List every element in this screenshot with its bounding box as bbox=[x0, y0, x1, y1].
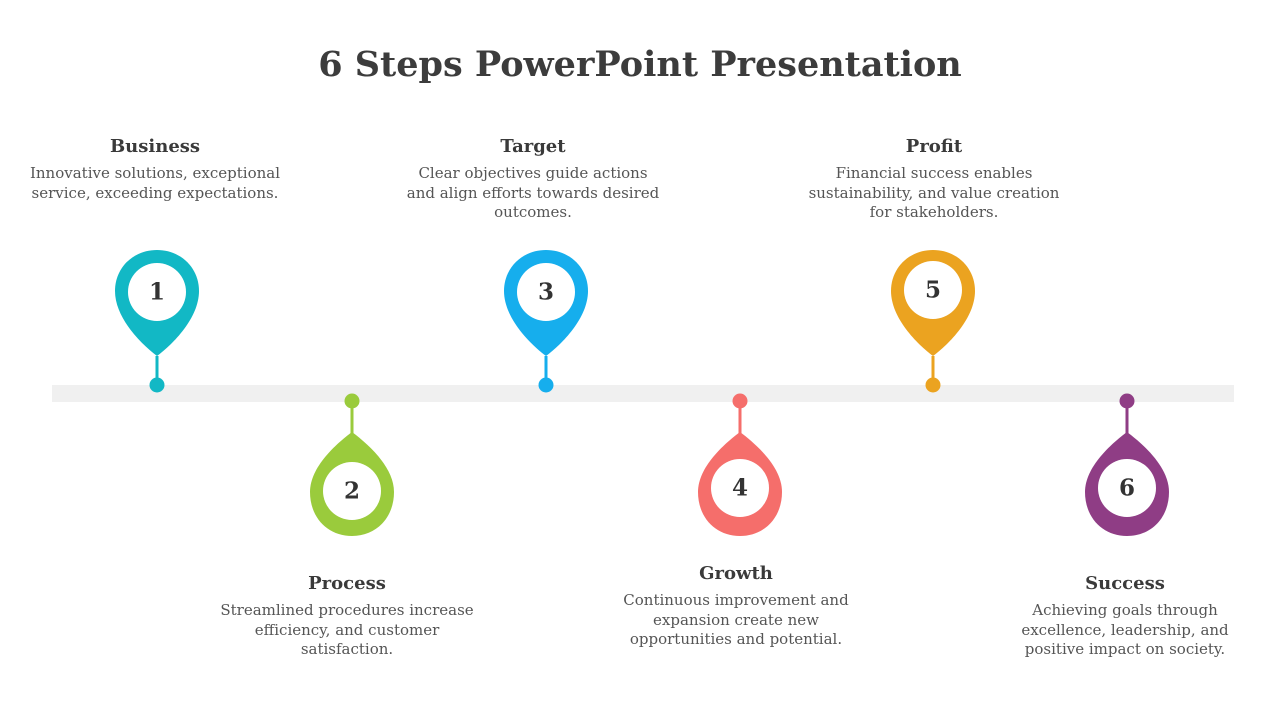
step-5-number: 5 bbox=[925, 277, 941, 304]
step-3-text-block: Target Clear objectives guide actions an… bbox=[403, 136, 663, 223]
timeline-track bbox=[52, 385, 1234, 402]
step-6-heading: Success bbox=[1085, 573, 1165, 594]
step-1-text-block: Business Innovative solutions, exception… bbox=[25, 136, 285, 203]
step-3-number: 3 bbox=[538, 279, 554, 306]
step-5-description: Financial success enables sustainability… bbox=[808, 164, 1060, 221]
step-5-text-block: Profit Financial success enables sustain… bbox=[804, 136, 1064, 223]
step-3-pin-marker: 3 bbox=[504, 250, 588, 393]
step-4-pin-marker: 4 bbox=[698, 393, 782, 536]
step-5-pin-marker: 5 bbox=[891, 250, 975, 393]
step-4-text-block: Growth Continuous improvement and expans… bbox=[606, 563, 866, 650]
step-2-description: Streamlined procedures increase efficien… bbox=[220, 601, 474, 658]
step-4-number: 4 bbox=[732, 475, 748, 502]
step-2-number: 2 bbox=[344, 478, 360, 505]
step-6-number: 6 bbox=[1119, 475, 1135, 502]
step-6-pin-marker: 6 bbox=[1085, 393, 1169, 536]
step-1-number: 1 bbox=[149, 279, 165, 306]
step-1-heading: Business bbox=[109, 136, 201, 157]
step-2-heading: Process bbox=[308, 573, 386, 594]
step-3-description: Clear objectives guide actions and align… bbox=[406, 164, 660, 221]
step-2-pin-marker: 2 bbox=[310, 393, 394, 536]
step-1-pin-marker: 1 bbox=[115, 250, 199, 393]
slide-title: 6 Steps PowerPoint Presentation bbox=[318, 44, 962, 85]
step-5-heading: Profit bbox=[905, 136, 963, 157]
step-4-description: Continuous improvement and expansion cre… bbox=[623, 591, 849, 648]
step-4-heading: Growth bbox=[699, 563, 773, 584]
step-6-text-block: Success Achieving goals through excellen… bbox=[995, 573, 1255, 660]
step-6-description: Achieving goals through excellence, lead… bbox=[1021, 601, 1229, 658]
step-1-description: Innovative solutions, exceptional servic… bbox=[29, 164, 281, 202]
step-2-text-block: Process Streamlined procedures increase … bbox=[217, 573, 477, 660]
step-3-heading: Target bbox=[500, 136, 566, 157]
